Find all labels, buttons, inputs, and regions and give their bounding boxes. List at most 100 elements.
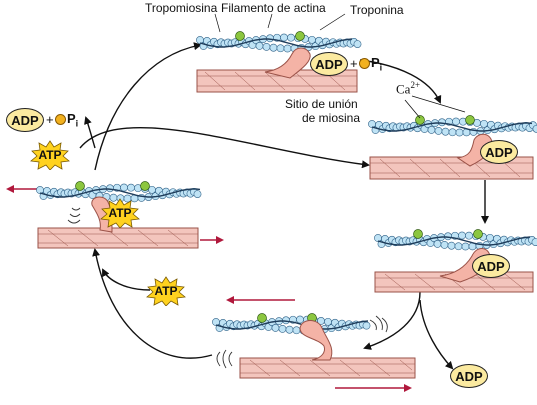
actin-bead: [324, 317, 332, 326]
atp-star-left-upper: ATP: [30, 140, 70, 170]
cycle-arrow-to-adp: [419, 299, 454, 370]
actin-bead: [278, 324, 287, 333]
actin-bead: [296, 315, 304, 324]
pi-top-symbol: P: [371, 55, 380, 70]
label-leaders: [214, 13, 346, 33]
actin-bead: [461, 242, 470, 251]
actin-bead: [283, 44, 292, 53]
pi-top: Pi: [371, 55, 382, 73]
actin-bead: [271, 324, 280, 332]
actin-bead: [193, 190, 202, 198]
pi-top-subscript: i: [379, 62, 383, 73]
actin-bead: [427, 126, 436, 134]
label-actin-filament: Filamento de actina: [221, 1, 326, 15]
label-myosin-binding-site-line2: de miosina: [302, 111, 361, 125]
cycle-arrow-bottom-left: [92, 248, 213, 359]
thick-filament-top: [196, 69, 358, 93]
actin-bead: [285, 325, 294, 334]
troponin-complex: [473, 229, 483, 239]
actin-bead: [455, 128, 464, 137]
vibration-marks: [67, 207, 388, 369]
plus-left: +: [46, 112, 54, 127]
thin-filaments: [36, 31, 537, 335]
atp-label-incoming: ATP: [154, 284, 178, 298]
actin-bead: [269, 43, 278, 52]
cycle-arrow-top-left: [94, 42, 202, 171]
thick-filaments: [37, 69, 534, 379]
tropomyosin-strand: [215, 320, 369, 330]
atp-label-left-upper: ATP: [38, 148, 62, 162]
adp-oval-released: ADP: [450, 364, 488, 388]
pi-left: Pi: [67, 111, 78, 129]
actin-bead: [120, 183, 128, 192]
calcium-charge: 2+: [410, 80, 421, 90]
adp-oval-right-2: ADP: [472, 254, 510, 278]
myosin-head-top: [264, 47, 311, 79]
tropomyosin-strand: [39, 188, 201, 198]
actin-bead: [531, 238, 537, 246]
troponin-complex: [415, 115, 425, 125]
calcium-lines: [404, 95, 466, 119]
actin-bead: [465, 231, 473, 240]
adp-oval-right-1: ADP: [480, 140, 518, 164]
cycle-arrow-adp-release-left: [84, 116, 96, 149]
actin-bead: [454, 242, 463, 251]
actin-bead: [441, 127, 450, 136]
actin-bead: [262, 42, 271, 51]
actin-bead: [434, 126, 443, 135]
actin-bead: [440, 240, 449, 249]
plus-top: +: [350, 56, 358, 71]
actin-bead: [353, 40, 362, 48]
thin-filament-right-1: [368, 115, 537, 137]
tropomyosin-strand: [377, 236, 531, 246]
cycle-arrows: [79, 42, 489, 370]
actin-bead: [480, 119, 488, 128]
tropomyosin-strand: [371, 122, 533, 132]
actin-bead: [448, 128, 457, 137]
troponin-complex: [465, 115, 475, 125]
cycle-arrow-atp-binding: [102, 268, 151, 291]
label-myosin-binding-site-line1: Sitio de unión: [285, 97, 358, 111]
atp-label-bound: ATP: [108, 206, 132, 220]
actin-bead: [255, 42, 264, 50]
pi-dot-left: [55, 114, 66, 125]
troponin-complex: [295, 31, 305, 41]
thick-filament-left: [37, 227, 199, 249]
troponin-complex: [140, 181, 150, 191]
pi-left-symbol: P: [67, 111, 76, 126]
calcium-symbol: Ca: [396, 81, 411, 97]
troponin-complex: [235, 31, 245, 41]
pi-left-subscript: i: [75, 118, 79, 129]
label-troponin: Troponina: [350, 3, 404, 17]
cycle-arrow-top-right: [359, 59, 442, 104]
pi-dot-top: [359, 58, 370, 69]
actin-bead: [452, 117, 460, 126]
atp-star-bound: ATP: [100, 198, 140, 228]
troponin-complex: [413, 229, 423, 239]
actin-bead: [127, 183, 135, 192]
actin-bead: [276, 44, 285, 53]
label-calcium: Ca2+: [396, 80, 420, 97]
adp-oval-top: ADP: [310, 52, 348, 76]
thin-filament-top: [196, 31, 362, 53]
actin-bead: [447, 241, 456, 250]
troponin-complex: [257, 313, 267, 323]
thin-filament-left: [36, 181, 202, 203]
label-tropomyosin: Tropomiosina: [145, 1, 218, 15]
cycle-arrow-atp-release: [79, 127, 370, 169]
actin-bead: [458, 231, 466, 240]
actin-bead: [280, 33, 288, 42]
troponin-complex: [75, 181, 85, 191]
actin-bead: [292, 326, 301, 335]
actin-bead: [433, 240, 442, 248]
thin-filament-bottom: [212, 313, 371, 335]
sliding-arrows: [6, 185, 412, 392]
actin-bead: [287, 33, 295, 42]
atp-star-incoming: ATP: [146, 276, 186, 306]
adp-oval-left: ADP: [6, 108, 44, 132]
actin-bead: [486, 233, 494, 242]
cycle-arrow-bottom-right: [363, 291, 421, 350]
tropomyosin-strand: [199, 38, 353, 48]
actin-bead: [362, 321, 371, 330]
